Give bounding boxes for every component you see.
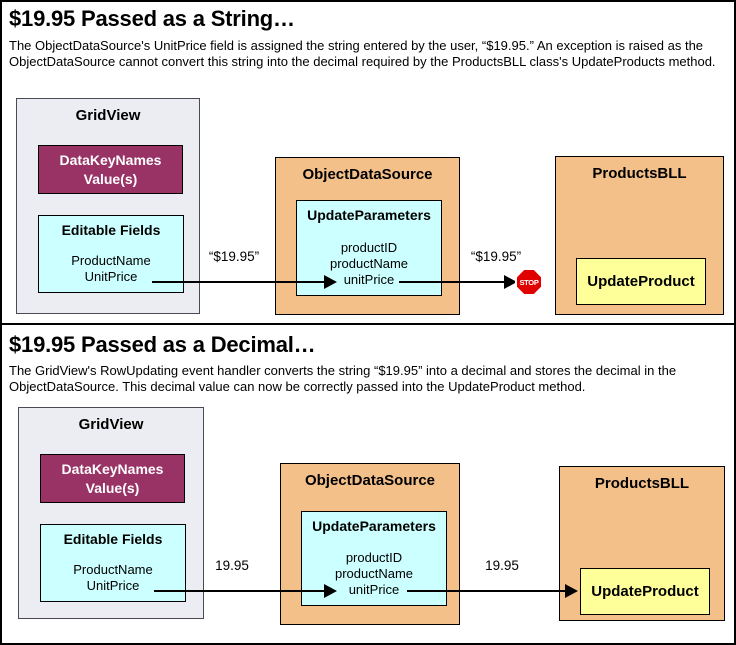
- editable-fields-list: ProductName UnitPrice: [39, 253, 183, 285]
- arrow-value-label: “$19.95”: [470, 249, 522, 264]
- gridview-title: GridView: [75, 107, 141, 124]
- param-unitprice: unitPrice: [343, 272, 395, 287]
- arrow-value-label: 19.95: [485, 558, 519, 573]
- param-productid: productID: [345, 550, 403, 565]
- stop-sign-label: STOP: [517, 270, 541, 294]
- editable-fields-box: Editable Fields ProductName UnitPrice: [40, 524, 186, 602]
- gridview-box: GridView DataKeyNames Value(s) Editable …: [16, 98, 200, 314]
- panel-description: The ObjectDataSource's UnitPrice field i…: [9, 38, 716, 69]
- productsbll-title: ProductsBLL: [594, 475, 690, 492]
- page-title: $19.95 Passed as a String…: [9, 6, 295, 31]
- editable-fields-box: Editable Fields ProductName UnitPrice: [38, 215, 184, 293]
- param-unitprice: unitPrice: [348, 582, 400, 597]
- gridview-box: GridView DataKeyNames Value(s) Editable …: [18, 407, 204, 619]
- arrow-line: [154, 590, 325, 592]
- field-unitprice: UnitPrice: [86, 578, 140, 593]
- param-productname: productName: [329, 256, 409, 271]
- objectdatasource-title: ObjectDataSource: [302, 166, 433, 183]
- updateparameters-title: UpdateParameters: [312, 518, 436, 534]
- updateparameters-box: UpdateParameters productID productName u…: [296, 200, 442, 296]
- productsbll-box: ProductsBLL UpdateProduct: [555, 156, 724, 315]
- flow-diagram: GridView DataKeyNames Value(s) Editable …: [2, 407, 736, 629]
- arrow-line: [399, 281, 505, 283]
- param-productid: productID: [340, 240, 398, 255]
- objectdatasource-title: ObjectDataSource: [304, 472, 436, 489]
- datakeynames-box: DataKeyNames Value(s): [40, 454, 185, 503]
- objectdatasource-box: ObjectDataSource UpdateParameters produc…: [275, 157, 460, 315]
- param-productname: productName: [334, 566, 414, 581]
- panel-description: The GridView's RowUpdating event handler…: [9, 363, 677, 394]
- page-title: $19.95 Passed as a Decimal…: [9, 332, 316, 357]
- panel-passed-as-string: $19.95 Passed as a String… The ObjectDat…: [0, 0, 736, 325]
- arrow-line: [152, 281, 325, 283]
- field-productname: ProductName: [71, 253, 151, 268]
- arrowhead-icon: [565, 584, 578, 598]
- arrowhead-icon: [324, 275, 337, 289]
- updateproduct-box: UpdateProduct: [580, 568, 710, 615]
- updateproduct-box: UpdateProduct: [576, 258, 706, 305]
- arrow-line: [407, 590, 566, 592]
- editable-fields-list: ProductName UnitPrice: [41, 562, 185, 594]
- arrowhead-icon: [324, 584, 337, 598]
- editable-fields-title: Editable Fields: [63, 531, 163, 547]
- field-productname: ProductName: [73, 562, 153, 577]
- editable-fields-title: Editable Fields: [61, 222, 161, 238]
- stop-sign-icon: STOP: [515, 268, 543, 296]
- flow-diagram: GridView DataKeyNames Value(s) Editable …: [2, 98, 736, 322]
- updateparameters-list: productID productName unitPrice: [297, 240, 441, 288]
- datakeynames-box: DataKeyNames Value(s): [38, 145, 183, 194]
- panel-passed-as-decimal: $19.95 Passed as a Decimal… The GridView…: [0, 325, 736, 645]
- arrow-value-label: “$19.95”: [208, 249, 260, 264]
- updateparameters-title: UpdateParameters: [307, 207, 431, 223]
- field-unitprice: UnitPrice: [84, 269, 138, 284]
- arrowhead-icon: [504, 275, 517, 289]
- arrow-value-label: 19.95: [215, 558, 249, 573]
- productsbll-box: ProductsBLL UpdateProduct: [559, 466, 725, 621]
- productsbll-title: ProductsBLL: [592, 165, 687, 182]
- gridview-title: GridView: [78, 416, 144, 433]
- objectdatasource-box: ObjectDataSource UpdateParameters produc…: [280, 463, 460, 625]
- updateparameters-list: productID productName unitPrice: [302, 550, 446, 598]
